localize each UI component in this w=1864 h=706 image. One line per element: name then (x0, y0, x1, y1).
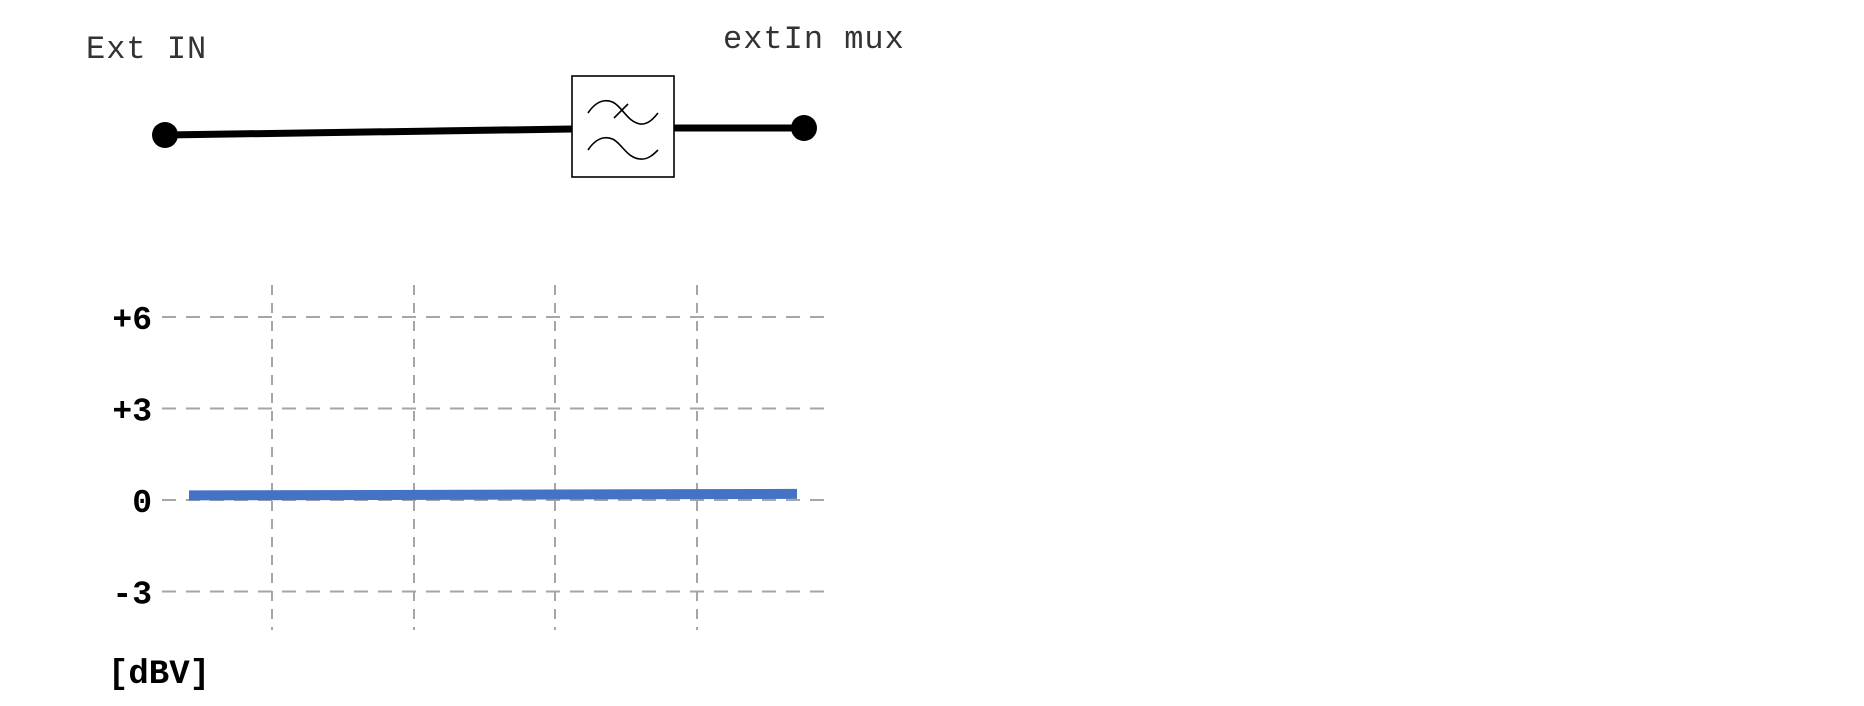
y-tick-label: +6 (112, 302, 152, 339)
series-layer (188, 488, 798, 501)
horizontal-gridlines (162, 316, 825, 593)
input-wire (161, 125, 576, 139)
y-tick-label: +3 (112, 394, 152, 431)
output-terminal[interactable] (791, 115, 817, 141)
lowpass-filter-icon (587, 99, 659, 160)
series-line (188, 488, 798, 501)
level-chart: +6 +3 0 -3 [dBV] (108, 285, 825, 694)
y-tick-label: -3 (112, 577, 152, 614)
input-label: Ext IN (86, 31, 207, 68)
vertical-gridlines (271, 285, 698, 630)
y-tick-label: 0 (132, 485, 152, 522)
filter-block[interactable] (571, 75, 675, 178)
input-terminal[interactable] (152, 122, 178, 148)
output-label: extIn mux (723, 21, 905, 58)
y-tick-labels: +6 +3 0 -3 (112, 302, 152, 614)
y-unit-label: [dBV] (108, 656, 210, 694)
